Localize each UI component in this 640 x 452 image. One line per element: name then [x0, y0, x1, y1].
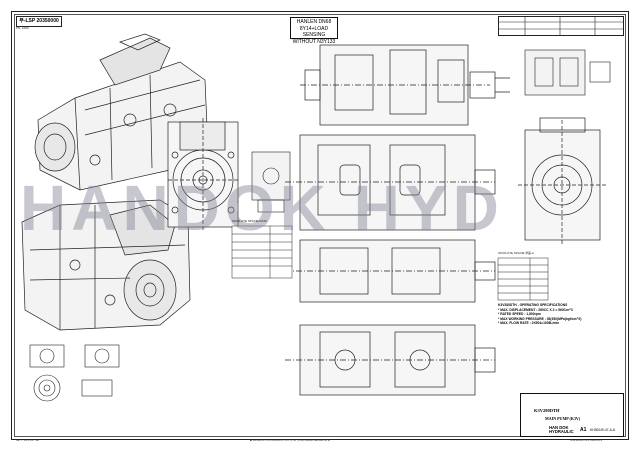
spline-table-right [497, 257, 549, 301]
bottom-left-note: MFT. 1/2 FIN. SB [16, 438, 40, 442]
spec-line: * MAX WORKING PRESSURE : 35(350)MPa(kgf/… [498, 316, 582, 321]
spec-line: * MAX. FLOW RATE : 2X504=1008L/min [498, 321, 560, 326]
end-view [518, 117, 606, 245]
bottom-plan-view [285, 324, 496, 396]
corner-sublabel: PN. 1089 [16, 26, 29, 30]
spec-heading: K3V280DTH - OPERATING SPECIFICATIONS [498, 303, 568, 307]
side-view-table-title: INVOLUTE SPLINE 부품-A [498, 251, 534, 255]
title-block [520, 393, 624, 437]
iso-view-bottom [21, 199, 191, 331]
drawing-number: KH30049-47-A-A [590, 428, 616, 432]
elevation-view [285, 134, 496, 231]
company-name: HAN DOK HYDRAULIC [549, 425, 574, 435]
bottom-right-note: K3V280DTH-1 BRB-A-3 [570, 438, 603, 442]
title-line-1: HANLEN DN68 [296, 19, 332, 25]
title-block-name: MAIN PUMP (K3V) [545, 416, 580, 421]
port-view [251, 151, 291, 213]
title-block-model: K3V280DTH [534, 408, 560, 413]
drawing-title-box: HANLEN DN68 8Y14+LOAD SENSING WITHOUT N3… [290, 17, 338, 45]
company-line-2: HYDRAULIC [549, 429, 574, 435]
iso-view-top [34, 33, 209, 191]
top-plan-view [300, 44, 510, 126]
operating-specifications: K3V280DTH - OPERATING SPECIFICATIONS * M… [498, 303, 622, 326]
revision-table [498, 16, 624, 36]
front-view-table-title: INVOLUTE SPLINE DATA [232, 219, 267, 223]
section-view [285, 239, 496, 303]
bottom-center-note: ■ HANDOK HYDRAULIC CO.,LTD | http://www.… [250, 438, 331, 442]
spec-line: * MAX. DISPLACEMENT : 280CC X 2 = 560Cm^… [498, 307, 573, 312]
watermark: HANDOK HYD [20, 172, 504, 244]
inner-border [14, 14, 626, 437]
right-top-view [524, 49, 611, 96]
spec-line: * RATED SPEED : 1,800rpm [498, 312, 541, 317]
sheet-size: A1 [580, 427, 587, 433]
corner-label: 부-LSP 20350000 [16, 16, 62, 27]
title-block-name-main: MAIN PUMP [545, 416, 569, 421]
company-line-1: HAN DOK [549, 425, 569, 430]
title-line-3: WITHOUT N3Y133 [292, 38, 336, 45]
title-line-2: 8Y14+LOAD SENSING [299, 25, 329, 39]
outer-border [11, 11, 629, 440]
detail-views [29, 344, 120, 402]
spline-table-left [231, 225, 293, 279]
front-view [167, 118, 239, 230]
title-block-name-sub: (K3V) [569, 416, 581, 421]
